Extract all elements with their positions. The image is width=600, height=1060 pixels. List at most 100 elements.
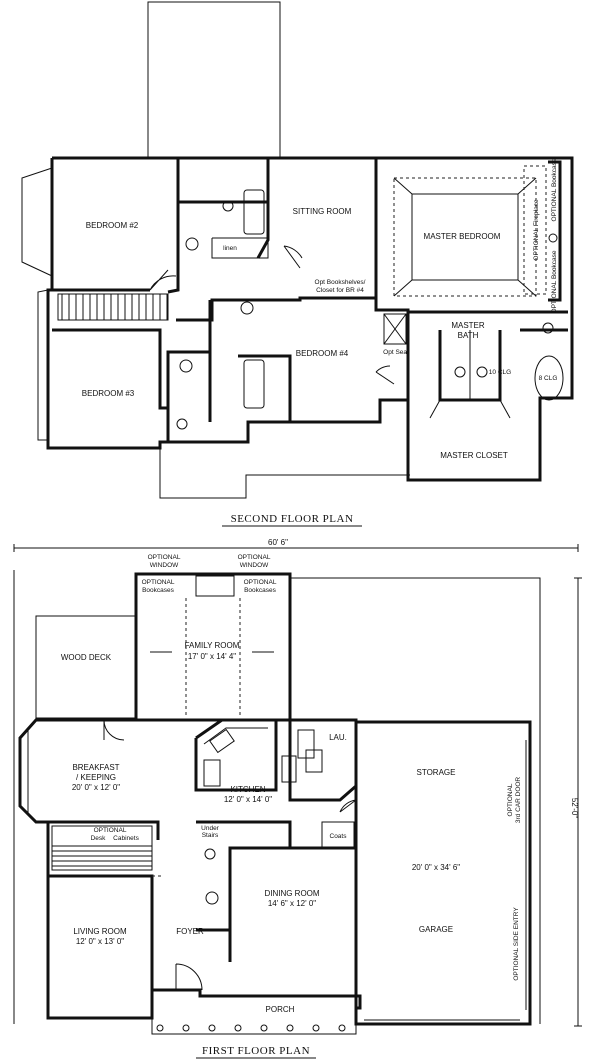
wall-laundry bbox=[288, 720, 357, 802]
wall-bedroom3-top bbox=[52, 328, 168, 410]
wall-sitting-left bbox=[256, 158, 270, 259]
label-dining-dim: 14' 6" x 12' 0" bbox=[268, 899, 316, 908]
second-floor-exterior-walls bbox=[46, 156, 574, 482]
label-optional-bookcase-1: OPTIONAL Bookcase bbox=[551, 158, 558, 221]
door-sitting bbox=[283, 245, 303, 269]
porch-outline bbox=[151, 1018, 357, 1035]
label-garage-dim: 20' 0" x 34' 6" bbox=[412, 863, 460, 872]
kitchen-bar bbox=[203, 759, 221, 787]
wall-linen bbox=[211, 237, 269, 259]
label-bookcases-right-1: OPTIONAL bbox=[244, 579, 277, 586]
label-optional-car-door-1: OPTIONAL bbox=[507, 783, 514, 816]
wood-deck bbox=[35, 615, 137, 719]
tray-ceiling-outer bbox=[393, 177, 537, 297]
label-opt-seat: Opt Seat bbox=[383, 349, 409, 356]
first-floor-exterior-walls bbox=[18, 718, 362, 1020]
label-bedroom3: BEDROOM #3 bbox=[82, 389, 135, 398]
label-under-stairs-2: Stairs bbox=[202, 832, 219, 839]
sink-bath4 bbox=[240, 301, 254, 315]
label-depth-dimension: 52'-0" bbox=[570, 798, 579, 819]
porch-roof-outline bbox=[159, 448, 410, 499]
label-breakfast-dim: 20' 0" x 12' 0" bbox=[72, 783, 120, 792]
door-master-closet bbox=[429, 399, 511, 419]
label-optional-window-right-1: OPTIONAL bbox=[238, 554, 271, 561]
label-living-dim: 12' 0" x 13' 0" bbox=[76, 937, 124, 946]
first-floor-roof-outline bbox=[290, 577, 541, 1024]
sink-master-1 bbox=[454, 366, 466, 378]
label-optional-window-left-1: OPTIONAL bbox=[148, 554, 181, 561]
label-master-bedroom: MASTER BEDROOM bbox=[424, 232, 501, 241]
front-door bbox=[175, 963, 203, 991]
label-cabinets: Cabinets bbox=[113, 835, 139, 842]
label-width-dimension: 60' 6" bbox=[268, 538, 288, 547]
first-floor-plan: 60' 6" 52'-0" bbox=[13, 538, 582, 1059]
label-bedroom2: BEDROOM #2 bbox=[86, 221, 139, 230]
shower-master bbox=[383, 313, 407, 345]
roof-outline bbox=[147, 1, 281, 159]
toilet-master bbox=[542, 322, 554, 334]
breakfast-bay bbox=[27, 719, 37, 823]
label-family-room-dim: 17' 0" x 14' 4" bbox=[188, 652, 236, 661]
title-first-floor: FIRST FLOOR PLAN bbox=[202, 1045, 310, 1057]
door-bedroom4 bbox=[375, 365, 395, 385]
wall-bedroom2-right bbox=[167, 158, 180, 294]
sink-powder bbox=[205, 891, 219, 905]
label-optional-car-door-2: 3rd CAR DOOR bbox=[515, 777, 522, 824]
garage-walls bbox=[290, 718, 532, 1026]
label-bookcases-left-1: OPTIONAL bbox=[142, 579, 175, 586]
wall-master-left bbox=[374, 298, 410, 400]
kitchen-island bbox=[194, 718, 278, 792]
label-optional-window-left-2: WINDOW bbox=[150, 562, 179, 569]
door-bedroom2 bbox=[149, 269, 177, 291]
sink-master-2 bbox=[476, 366, 488, 378]
label-linen: linen bbox=[223, 245, 237, 252]
kitchen-counter bbox=[203, 727, 268, 745]
toilet-bath3 bbox=[176, 418, 188, 430]
wall-fireplace-bump bbox=[548, 160, 562, 302]
tub-bath2 bbox=[243, 189, 265, 235]
sink-bath2 bbox=[185, 237, 199, 251]
label-under-stairs-1: Under bbox=[201, 825, 220, 832]
kitchen-sink bbox=[209, 728, 235, 754]
fixture-fireplace-right bbox=[548, 233, 558, 243]
optional-fireplace-outline bbox=[523, 165, 547, 295]
bay-bedroom3 bbox=[37, 289, 49, 441]
door-garage bbox=[339, 799, 357, 813]
label-optional-bookcase-2: OPTIONAL Bookcase bbox=[551, 250, 558, 313]
label-opt-bookshelves-1: Opt Bookshelves/ bbox=[315, 279, 366, 286]
label-living-room: LIVING ROOM bbox=[73, 927, 127, 936]
stairs-first-floor bbox=[51, 825, 153, 871]
label-family-room: FAMILY ROOM bbox=[185, 641, 240, 650]
wall-breakfast-stair bbox=[48, 820, 160, 840]
label-storage: STORAGE bbox=[417, 768, 456, 777]
label-breakfast-1: BREAKFAST bbox=[72, 763, 119, 772]
label-master-bath-1: MASTER bbox=[451, 321, 485, 330]
label-foyer: FOYER bbox=[176, 927, 204, 936]
bay-bedroom2 bbox=[21, 167, 53, 277]
wall-bedroom4-bath bbox=[166, 350, 210, 442]
door-breakfast bbox=[103, 719, 125, 741]
tub-bath4 bbox=[243, 359, 265, 409]
dryer bbox=[305, 749, 323, 773]
label-coats: Coats bbox=[330, 833, 348, 840]
label-kitchen-dim: 12' 0" x 14' 0" bbox=[224, 795, 272, 804]
second-floor-plan: BEDROOM #2 BEDROOM #3 BEDROOM #4 SITTING… bbox=[21, 1, 574, 527]
tub-master bbox=[534, 355, 564, 401]
toilet-bath2 bbox=[222, 200, 234, 212]
toilet-powder bbox=[204, 848, 216, 860]
label-ten-clg: 10 CLG bbox=[489, 369, 511, 376]
title-second-floor: SECOND FLOOR PLAN bbox=[231, 513, 354, 525]
label-desk: Desk bbox=[91, 835, 107, 842]
label-master-closet: MASTER CLOSET bbox=[440, 451, 508, 460]
label-optional-fireplace: OPTIONAL Fireplace bbox=[533, 199, 540, 261]
label-bookcases-right-2: Bookcases bbox=[244, 587, 277, 594]
label-porch: PORCH bbox=[266, 1005, 295, 1014]
wall-dining bbox=[230, 846, 358, 996]
label-sitting-room: SITTING ROOM bbox=[293, 207, 352, 216]
label-bookcases-left-2: Bookcases bbox=[142, 587, 175, 594]
fireplace bbox=[195, 575, 235, 597]
tray-ceiling-inner bbox=[411, 193, 519, 281]
label-lau: LAU. bbox=[329, 733, 347, 742]
wall-bath4 bbox=[238, 354, 292, 422]
label-master-bath-2: BATH bbox=[458, 331, 479, 340]
